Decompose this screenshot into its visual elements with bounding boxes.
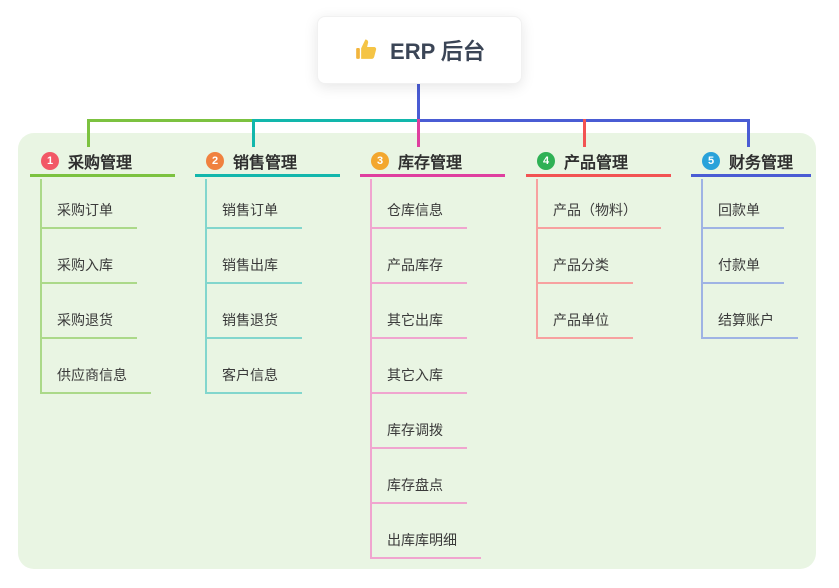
leaf-label: 产品单位 <box>553 312 609 328</box>
leaf-node[interactable]: 采购入库 <box>40 252 137 284</box>
leaf-label: 采购订单 <box>57 202 113 218</box>
leaf-label: 产品库存 <box>387 257 443 273</box>
bus-segment-left-green <box>87 119 255 122</box>
drop-connector-branch-4 <box>583 119 586 147</box>
root-stem-connector <box>417 84 420 122</box>
leaf-node[interactable]: 客户信息 <box>205 362 302 394</box>
leaf-node[interactable]: 采购退货 <box>40 307 137 339</box>
leaf-node[interactable]: 出库库明细 <box>370 527 481 559</box>
root-node[interactable]: ERP 后台 <box>317 16 522 84</box>
drop-connector-branch-1 <box>87 119 90 147</box>
leaf-label: 其它入库 <box>387 367 443 383</box>
leaf-label: 产品分类 <box>553 257 609 273</box>
leaf-label: 销售订单 <box>222 202 278 218</box>
drop-connector-branch-5 <box>747 119 750 147</box>
leaf-label: 结算账户 <box>718 312 774 328</box>
root-label: ERP 后台 <box>390 39 485 64</box>
branch-connector-line <box>40 179 42 394</box>
leaf-node[interactable]: 其它出库 <box>370 307 467 339</box>
branch-number-badge: 2 <box>206 151 224 170</box>
drop-connector-branch-3 <box>417 119 420 147</box>
branch-node[interactable]: 5 财务管理 <box>691 147 811 177</box>
branch-label: 产品管理 <box>564 154 629 172</box>
leaf-label: 供应商信息 <box>57 367 127 383</box>
leaf-label: 产品（物料） <box>553 202 637 218</box>
leaf-label: 仓库信息 <box>387 202 443 218</box>
leaf-label: 付款单 <box>718 257 760 273</box>
leaf-node[interactable]: 销售退货 <box>205 307 302 339</box>
leaf-node[interactable]: 供应商信息 <box>40 362 151 394</box>
leaf-node[interactable]: 产品单位 <box>536 307 633 339</box>
leaf-node[interactable]: 销售订单 <box>205 197 302 229</box>
leaf-node[interactable]: 付款单 <box>701 252 784 284</box>
branches-panel <box>18 133 816 569</box>
bus-segment-mid-teal <box>252 119 420 122</box>
branch-node[interactable]: 1 采购管理 <box>30 147 175 177</box>
branch-connector-line <box>701 179 703 339</box>
drop-connector-branch-2 <box>252 119 255 147</box>
leaf-label: 销售退货 <box>222 312 278 328</box>
leaf-label: 客户信息 <box>222 367 278 383</box>
branch-node[interactable]: 2 销售管理 <box>195 147 340 177</box>
leaf-node[interactable]: 结算账户 <box>701 307 798 339</box>
leaf-label: 其它出库 <box>387 312 443 328</box>
branch-connector-line <box>370 179 372 559</box>
leaf-label: 回款单 <box>718 202 760 218</box>
branch-number-badge: 4 <box>537 151 555 170</box>
leaf-label: 库存调拨 <box>387 422 443 438</box>
leaf-label: 库存盘点 <box>387 477 443 493</box>
branch-label: 采购管理 <box>68 154 133 172</box>
leaf-node[interactable]: 产品（物料） <box>536 197 661 229</box>
leaf-node[interactable]: 销售出库 <box>205 252 302 284</box>
branch-node[interactable]: 4 产品管理 <box>526 147 671 177</box>
leaf-node[interactable]: 其它入库 <box>370 362 467 394</box>
leaf-node[interactable]: 仓库信息 <box>370 197 467 229</box>
branch-number-badge: 5 <box>702 151 720 170</box>
leaf-label: 采购退货 <box>57 312 113 328</box>
branch-label: 销售管理 <box>233 154 298 172</box>
leaf-node[interactable]: 采购订单 <box>40 197 137 229</box>
leaf-label: 采购入库 <box>57 257 113 273</box>
thumbs-up-icon <box>354 37 380 63</box>
leaf-node[interactable]: 产品分类 <box>536 252 633 284</box>
branch-connector-line <box>205 179 207 394</box>
branch-number-badge: 1 <box>41 151 59 170</box>
branch-connector-line <box>536 179 538 339</box>
branch-number-badge: 3 <box>371 151 389 170</box>
branch-label: 库存管理 <box>398 154 463 172</box>
branch-node[interactable]: 3 库存管理 <box>360 147 505 177</box>
leaf-label: 出库库明细 <box>387 532 457 548</box>
leaf-node[interactable]: 回款单 <box>701 197 784 229</box>
branch-label: 财务管理 <box>729 154 794 172</box>
leaf-node[interactable]: 库存盘点 <box>370 472 467 504</box>
leaf-label: 销售出库 <box>222 257 278 273</box>
leaf-node[interactable]: 产品库存 <box>370 252 467 284</box>
leaf-node[interactable]: 库存调拨 <box>370 417 467 449</box>
